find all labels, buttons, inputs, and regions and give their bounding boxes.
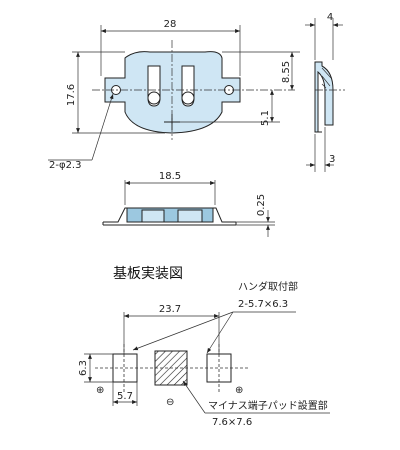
front-view: 18.5 0.25 xyxy=(102,171,275,237)
pad-size: 2-5.7×6.3 xyxy=(238,299,288,310)
dim-front-gap: 0.25 xyxy=(256,194,267,216)
dim-pad-h: 6.3 xyxy=(78,360,89,376)
footprint: 基板実装図 ハンダ取付部 2-5.7×6.3 23.7 6.3 5.7 ⊕ ⊕ … xyxy=(78,265,330,428)
dim-hole: 2-φ2.3 xyxy=(49,160,81,171)
top-view: 28 17.6 8.55 5.1 2-φ2.3 xyxy=(48,19,300,171)
contact-right xyxy=(181,91,195,105)
plus-left-symbol: ⊕ xyxy=(96,385,104,396)
minus-symbol: ⊖ xyxy=(166,397,174,408)
footprint-title: 基板実装図 xyxy=(113,265,183,282)
dim-side-foot: 3 xyxy=(329,154,335,165)
dim-upper: 8.55 xyxy=(281,61,292,83)
dim-top-height: 17.6 xyxy=(66,84,77,106)
dim-top-width: 28 xyxy=(164,19,177,30)
side-body xyxy=(314,61,334,133)
side-view: 4 3 xyxy=(305,12,345,172)
dim-pad-w: 5.7 xyxy=(117,391,133,402)
negative-size: 7.6×7.6 xyxy=(212,417,252,428)
dim-front-width: 18.5 xyxy=(159,171,181,182)
plus-right-symbol: ⊕ xyxy=(235,385,243,396)
dim-span: 23.7 xyxy=(159,304,181,315)
contact-left xyxy=(147,91,161,105)
negative-label: マイナス端子パッド設置部 xyxy=(208,399,328,412)
dim-lower: 5.1 xyxy=(260,110,271,126)
pad-label: ハンダ取付部 xyxy=(238,280,298,293)
dim-side-thickness: 4 xyxy=(327,12,333,23)
